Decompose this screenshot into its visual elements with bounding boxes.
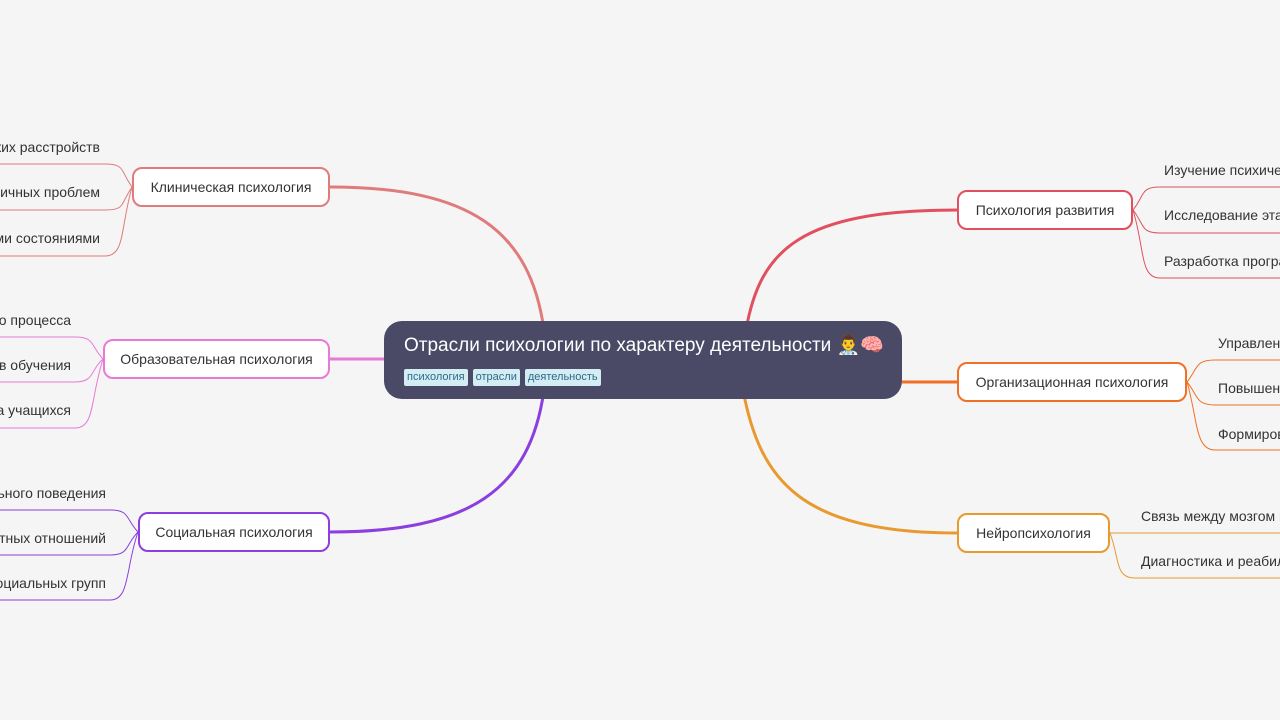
tag[interactable]: отрасли (472, 369, 520, 386)
root-title: Отрасли психологии по характеру деятельн… (404, 335, 884, 356)
leaf-organizational-3[interactable]: Формиров (1218, 426, 1280, 442)
leaf-developmental-3[interactable]: Разработка програ (1164, 253, 1280, 269)
leaf-developmental-2[interactable]: Исследование этап (1164, 207, 1280, 223)
leaf-clinical-1[interactable]: ких расстройств (0, 139, 100, 155)
leaf-organizational-1[interactable]: Управлени (1218, 335, 1280, 351)
branch-organizational[interactable]: Организационная психология (957, 362, 1187, 402)
tag[interactable]: психология (404, 369, 468, 386)
branch-educational[interactable]: Образовательная психология (103, 339, 330, 379)
connector-neuro (741, 389, 959, 535)
branch-neuro[interactable]: Нейропсихология (957, 513, 1110, 553)
leaf-neuro-1[interactable]: Связь между мозгом и (1141, 508, 1280, 524)
connector-developmental (744, 208, 959, 331)
connector-clinical (329, 185, 546, 331)
leaf-neuro-2[interactable]: Диагностика и реабил (1141, 553, 1280, 569)
leaf-educational-2[interactable]: в обучения (0, 357, 71, 373)
branch-clinical[interactable]: Клиническая психология (132, 167, 330, 207)
leaf-educational-3[interactable]: ка учащихся (0, 402, 71, 418)
leaf-educational-1[interactable]: го процесса (0, 312, 71, 328)
leaf-clinical-2[interactable]: личных проблем (0, 184, 100, 200)
tag[interactable]: деятельность (524, 369, 601, 386)
leaf-social-1[interactable]: ьного поведения (0, 485, 106, 501)
root-node[interactable]: Отрасли психологии по характеру деятельн… (384, 321, 902, 399)
leaf-developmental-1[interactable]: Изучение психичес (1164, 162, 1280, 178)
leaf-clinical-3[interactable]: ми состояниями (0, 230, 100, 246)
connector-social (329, 389, 546, 534)
leaf-social-2[interactable]: тных отношений (0, 530, 106, 546)
leaf-organizational-2[interactable]: Повышени (1218, 380, 1280, 396)
leaf-social-3[interactable]: оциальных групп (0, 575, 106, 591)
tag-list: психология отрасли деятельность (404, 369, 882, 386)
branch-social[interactable]: Социальная психология (138, 512, 330, 552)
branch-developmental[interactable]: Психология развития (957, 190, 1133, 230)
